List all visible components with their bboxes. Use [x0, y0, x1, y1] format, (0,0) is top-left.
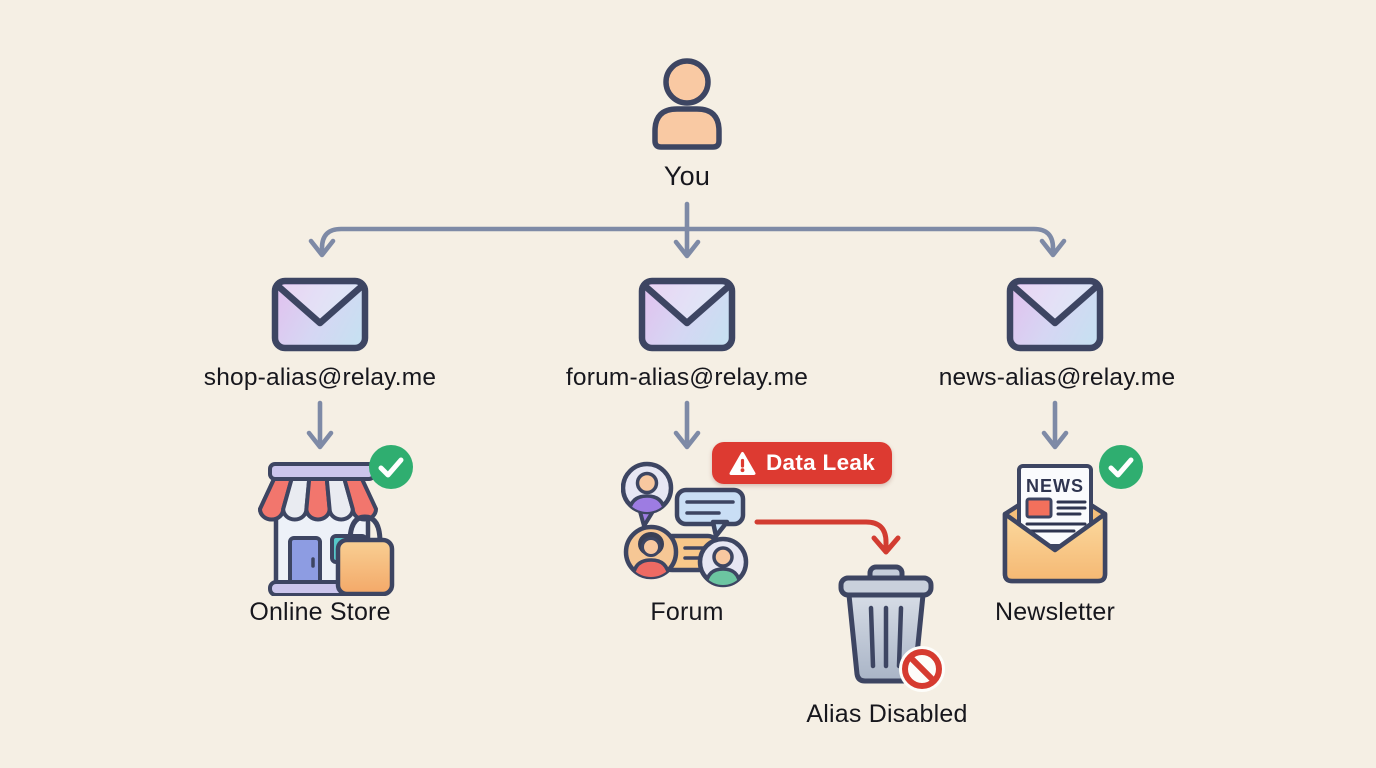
online-store-icon — [258, 462, 395, 596]
alias-disabled-label: Alias Disabled — [806, 700, 968, 728]
forum-icon — [621, 461, 749, 588]
destination-label-newsletter: Newsletter — [994, 598, 1116, 626]
data-leak-badge: Data Leak — [712, 442, 893, 484]
alias-address: forum-alias@relay.me — [565, 364, 809, 391]
check-circle-icon — [369, 445, 413, 489]
branch-connector — [308, 201, 1067, 259]
destination-label-forum: Forum — [650, 598, 724, 626]
alias-address: shop-alias@relay.me — [203, 364, 437, 391]
envelope-icon — [1006, 277, 1104, 352]
prohibition-icon — [899, 646, 945, 692]
user-label: You — [663, 161, 711, 191]
newsletter-icon: NEWS — [1002, 464, 1108, 584]
alias-address: news-alias@relay.me — [938, 364, 1176, 391]
check-circle-icon — [1099, 445, 1143, 489]
data-leak-label: Data Leak — [766, 450, 876, 475]
news-masthead: NEWS — [1026, 476, 1084, 496]
destination-label-online-store: Online Store — [249, 598, 391, 626]
warning-triangle-icon — [729, 451, 756, 475]
person-icon — [652, 58, 722, 150]
leak-arrow — [754, 519, 901, 555]
alias-to-destination-arrows — [306, 400, 1069, 450]
envelope-icon — [638, 277, 736, 352]
envelope-icon — [271, 277, 369, 352]
